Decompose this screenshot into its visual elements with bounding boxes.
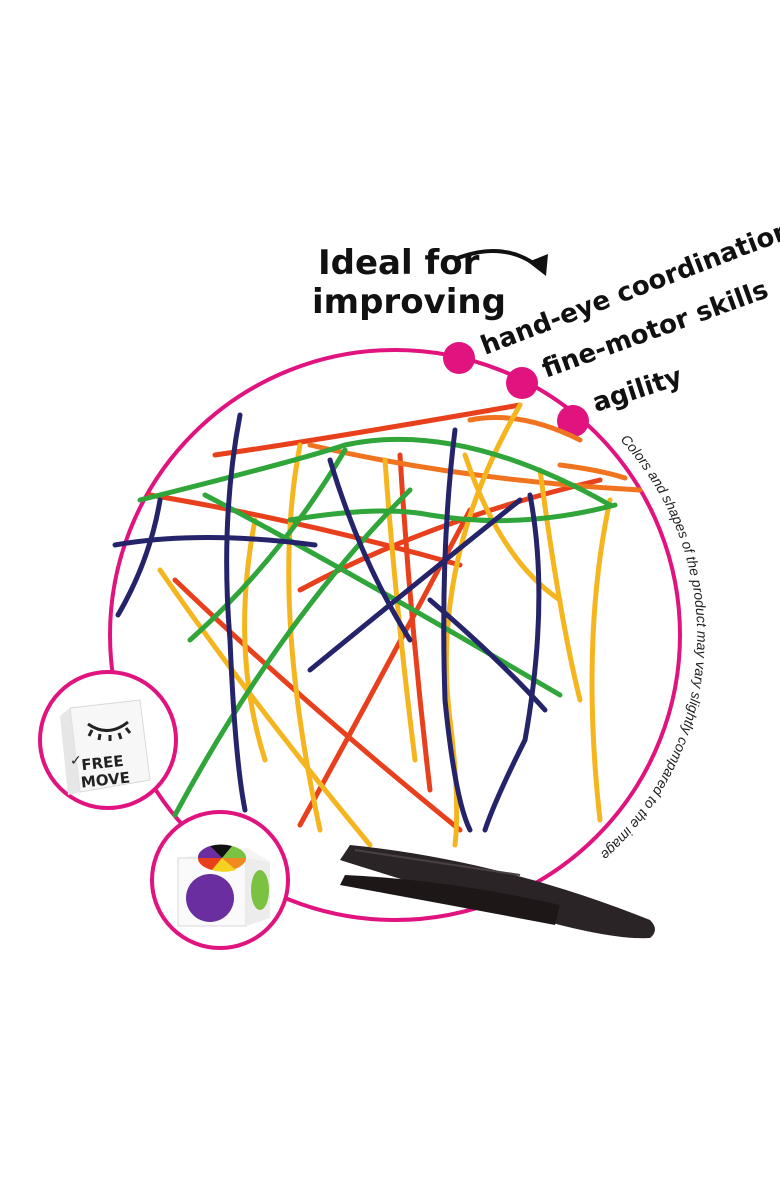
green-pip (251, 870, 269, 910)
stick-red (147, 492, 463, 568)
color-wheel-icon (197, 844, 247, 872)
headline-line1: Ideal for (318, 243, 480, 283)
headline: Ideal for improving (312, 243, 506, 322)
bullet-dot-icon (506, 367, 538, 399)
stick-green (287, 502, 618, 524)
tweezers (340, 845, 655, 939)
stick-yellow (286, 442, 323, 833)
disclaimer: Colors and shapes of the product may var… (598, 431, 711, 863)
arrow-icon (456, 248, 548, 276)
stick-yellow (462, 452, 563, 603)
free-move-text-2: MOVE (80, 769, 131, 792)
stick-green (172, 487, 413, 818)
stick-yellow (382, 457, 418, 763)
purple-pip (186, 874, 234, 922)
stick-yellow (537, 467, 583, 703)
stick-navy (307, 497, 523, 673)
disclaimer-path: Colors and shapes of the product may var… (598, 431, 711, 863)
action-dice-badge: FREE MOVE ✓ (38, 670, 178, 810)
main-ring (108, 348, 682, 922)
bullet-dot-icon (557, 405, 589, 437)
stick-orange (557, 462, 628, 481)
free-move-text: FREE (81, 752, 125, 774)
stick-navy (427, 597, 548, 713)
stick-orange (467, 415, 583, 443)
stick-navy (112, 535, 318, 548)
stick-navy (115, 497, 163, 618)
stick-green (187, 447, 348, 643)
side-mark: ✓ (70, 753, 82, 769)
stick-navy (482, 492, 542, 833)
stick-navy (224, 412, 248, 813)
stick-green (137, 436, 613, 508)
headline-line2: improving (312, 282, 506, 322)
bullet-dot-icon (443, 342, 475, 374)
stick-green (202, 492, 563, 698)
stick-red (212, 402, 523, 458)
stick-orange (307, 442, 643, 493)
stick-navy (441, 427, 473, 833)
eye-closed-icon (87, 720, 132, 741)
pick-up-sticks (112, 402, 643, 848)
stick-yellow (242, 517, 268, 763)
stick-navy (327, 457, 413, 643)
stick-red (172, 577, 463, 833)
stick-yellow (589, 497, 613, 823)
color-dice-badge (150, 810, 290, 950)
stick-yellow (157, 567, 373, 848)
benefit-agility: agility (589, 362, 686, 419)
